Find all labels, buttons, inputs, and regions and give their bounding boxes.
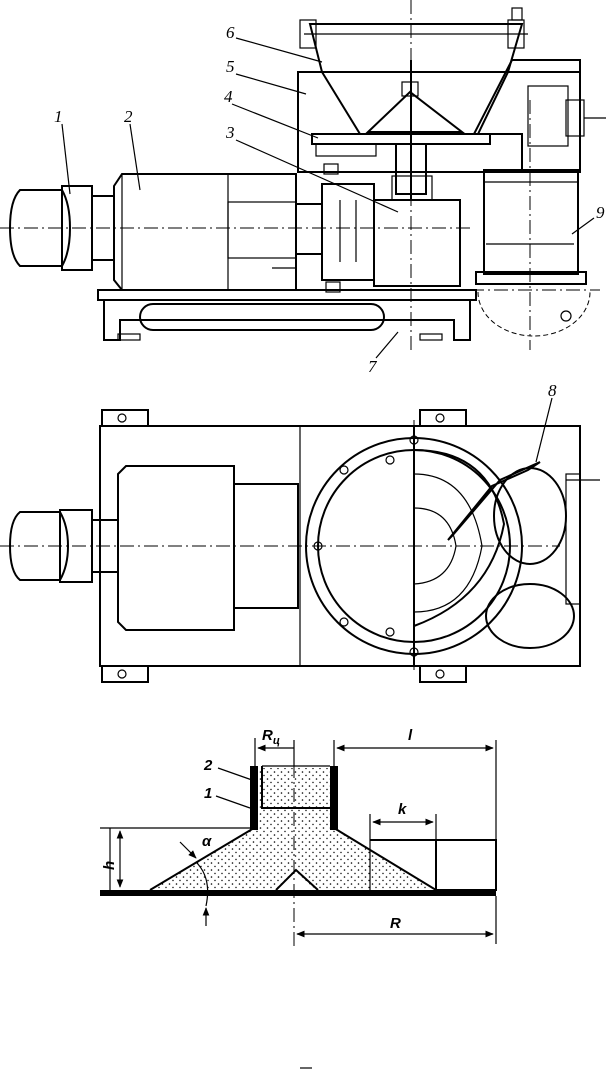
base-slot: [140, 304, 384, 330]
label-2: 2: [124, 107, 133, 126]
dim-label-r: R: [390, 915, 401, 932]
label-6: 6: [226, 23, 235, 42]
label-8: 8: [548, 381, 557, 400]
gearbox: [374, 200, 460, 286]
label-9: 9: [596, 203, 605, 222]
figure-top-elevation: [0, 0, 606, 358]
dim-label-h: h: [101, 861, 118, 870]
label-3: 3: [225, 123, 235, 142]
feed-hopper: [310, 24, 522, 134]
label-7: 7: [368, 357, 378, 376]
label-n1: 1: [204, 785, 212, 802]
dim-label-l: l: [408, 727, 413, 744]
base-frame: [104, 300, 470, 340]
label-1: 1: [54, 107, 63, 126]
label-n2: 2: [203, 757, 213, 774]
discharge-pipe: [484, 170, 578, 274]
shaft-coupling: [296, 204, 322, 254]
dim-label-k: k: [398, 801, 407, 818]
dim-label-alpha: α: [202, 833, 212, 850]
figure-bottom-schematic: [100, 738, 496, 950]
dim-label-rc: Rц: [262, 727, 280, 747]
electric-motor: [114, 174, 296, 290]
label-5: 5: [226, 57, 235, 76]
label-4: 4: [224, 87, 233, 106]
hopper-housing: [298, 72, 580, 172]
figure-middle-plan: [0, 398, 600, 682]
rotating-disk: [312, 134, 490, 144]
